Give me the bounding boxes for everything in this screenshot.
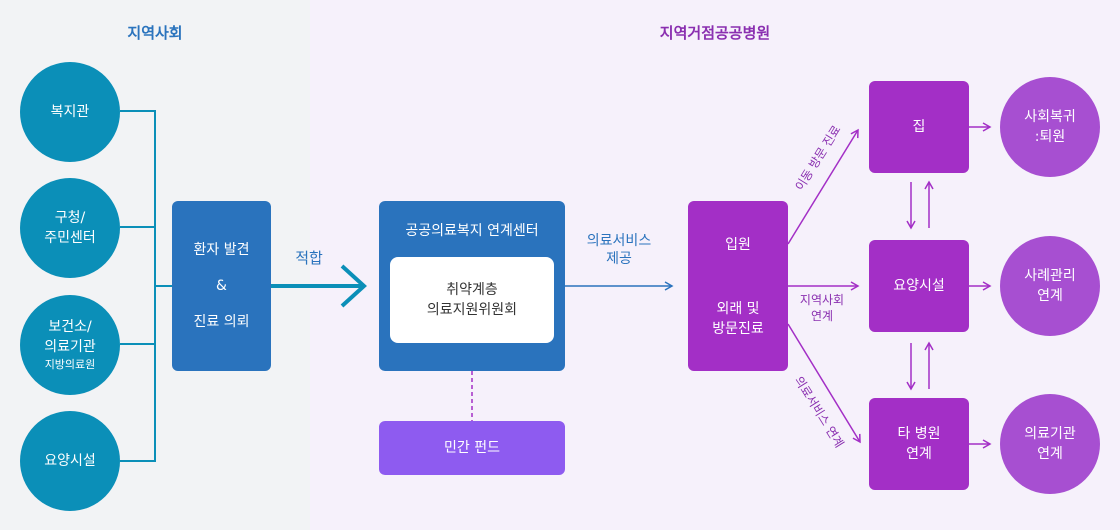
health-center-sub: 지방의료원 [44,358,96,371]
social-return-line2: :퇴원 [1034,129,1066,145]
welfare-center-circle: 복지관 [20,62,120,162]
health-center-line2: 의료기관 [44,339,96,355]
district-office-line1: 구청/ [54,210,86,226]
district-office-line2: 주민센터 [44,230,96,246]
support-committee-box: 취약계층 의료지원위원회 [390,257,554,343]
medical-institution-line2: 연계 [1037,446,1063,462]
destination-arrows [787,122,992,449]
admission-label: 입원 [725,237,751,253]
center-title: 공공의료복지 연계센터 [405,223,539,239]
community-title: 지역사회 [127,24,183,42]
nursing-facility-label: 요양시설 [44,453,96,469]
other-hospital-box: 타 병원 연계 [869,398,969,490]
service-label: 의료서비스 제공 [572,232,666,268]
committee-line2: 의료지원위원회 [426,302,518,318]
community-bracket [120,110,172,462]
committee-line1: 취약계층 [446,282,498,298]
welfare-link-center-box: 공공의료복지 연계센터 취약계층 의료지원위원회 [379,201,565,371]
other-hospital-line2: 연계 [906,446,932,462]
nursing-destination-box: 요양시설 [869,240,969,332]
welfare-center-label: 복지관 [50,104,90,120]
medical-institution-circle: 의료기관 연계 [1000,394,1100,494]
community-link-line2: 연계 [810,309,834,323]
social-return-line1: 사회복귀 [1024,109,1076,125]
community-link-line1: 지역사회 [799,293,845,307]
discovery-line2: 진료 의뢰 [193,314,250,330]
case-management-line1: 사례관리 [1024,268,1076,284]
case-management-line2: 연계 [1037,288,1063,304]
community-link-label: 지역사회 연계 [790,292,854,324]
social-return-circle: 사회복귀 :퇴원 [1000,77,1100,177]
outpatient-line1: 외래 및 [716,301,760,317]
health-center-line1: 보건소/ [48,319,92,335]
home-box: 집 [869,81,969,173]
private-fund-box: 민간 펀드 [379,421,565,475]
case-management-circle: 사례관리 연계 [1000,236,1100,336]
service-label-line2: 제공 [606,251,632,267]
patient-discovery-box: 환자 발견 & 진료 의뢰 [172,201,271,371]
health-center-circle: 보건소/ 의료기관 지방의료원 [20,295,120,395]
home-label: 집 [912,119,926,135]
nursing-destination-label: 요양시설 [893,278,945,294]
hospital-box: 입원 외래 및 방문진료 [688,201,788,371]
service-label-line1: 의료서비스 [586,233,652,249]
match-label: 적합 [295,249,323,267]
other-hospital-line1: 타 병원 [897,426,941,442]
discovery-line1: 환자 발견 [193,242,250,258]
hospital-title: 지역거점공공병원 [659,24,771,42]
discovery-amp: & [216,278,227,294]
nursing-facility-circle: 요양시설 [20,411,120,511]
district-office-circle: 구청/ 주민센터 [20,178,120,278]
private-fund-label: 민간 펀드 [444,440,500,456]
medical-institution-line1: 의료기관 [1024,426,1076,442]
match-arrow [271,264,367,308]
outpatient-line2: 방문진료 [712,321,764,337]
